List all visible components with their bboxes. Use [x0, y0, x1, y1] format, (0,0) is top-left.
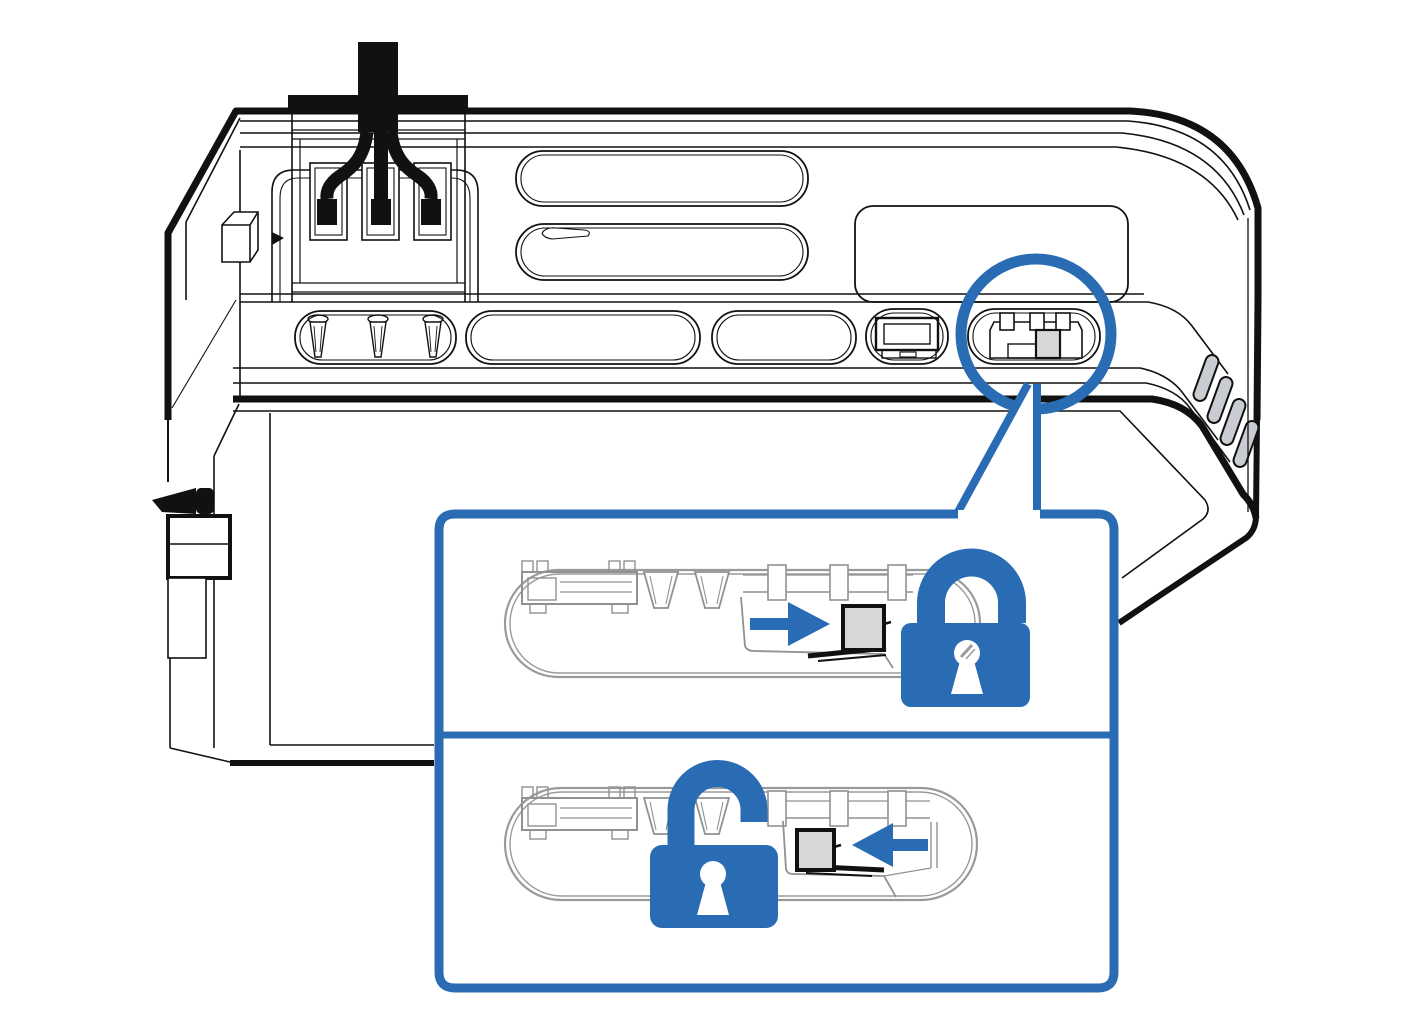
- device-outline: [164, 107, 1262, 766]
- keyhole: [954, 640, 980, 666]
- lock-switch: [989, 312, 1083, 360]
- callout-pointer-left-edge: [954, 382, 1032, 514]
- switch-mechanism-locked: [521, 560, 913, 669]
- front-band-lines: [233, 367, 1231, 579]
- connector-port: [874, 316, 940, 359]
- clip-body: [166, 514, 232, 580]
- keyhole: [700, 861, 726, 887]
- slider-unlocked-position: [795, 828, 836, 872]
- padlock-open-icon: [650, 760, 778, 928]
- wire-right: [384, 130, 438, 200]
- recessed-panel: [854, 205, 1129, 303]
- callout-border: [434, 509, 1119, 993]
- din-clip: [152, 488, 232, 659]
- clip-tab: [196, 488, 214, 514]
- arrow-left-icon: [852, 823, 928, 867]
- pin-terminals: [307, 314, 444, 358]
- left-face: [171, 117, 259, 409]
- top-vent-slots: [515, 150, 1129, 303]
- lower-body: [169, 403, 434, 763]
- top-face-lines: [240, 120, 1251, 375]
- panel-unlocked: [503, 760, 979, 928]
- device-line-art: [152, 42, 1262, 766]
- slider-locked-position: [841, 604, 886, 652]
- clip-spring: [152, 488, 196, 514]
- switch-slider: [1034, 328, 1062, 360]
- cable: [358, 42, 398, 132]
- port-openings-row: [294, 308, 1101, 365]
- panel-locked: [503, 548, 1030, 707]
- wire-left: [320, 130, 374, 200]
- clip-lower: [167, 577, 207, 659]
- arrow-right-icon: [750, 602, 830, 646]
- side-vents: [1192, 354, 1260, 468]
- padlock-closed-icon: [901, 548, 1030, 707]
- power-cable: [317, 42, 441, 225]
